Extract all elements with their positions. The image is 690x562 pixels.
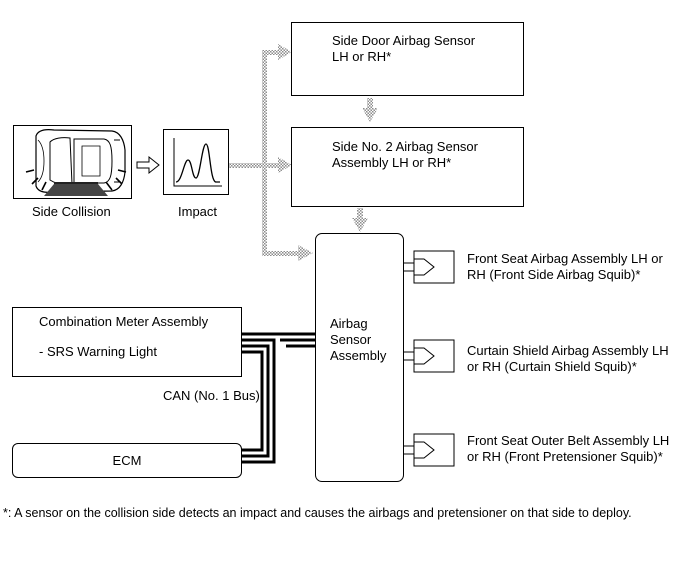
squib-icon	[404, 250, 455, 284]
srs-warning-light-label: - SRS Warning Light	[39, 344, 158, 359]
side-no2-airbag-sensor-label: Side No. 2 Airbag Sensor Assembly LH or …	[332, 139, 478, 170]
car-side-collision-icon	[25, 129, 127, 196]
combination-meter-title: Combination Meter Assembly	[39, 314, 209, 329]
impact-caption: Impact	[178, 204, 218, 219]
side-door-airbag-sensor-label: Side Door Airbag Sensor LH or RH*	[332, 33, 476, 64]
side-collision-image	[13, 125, 132, 199]
front-seat-outer-belt-label: Front Seat Outer Belt Assembly LH or RH …	[467, 433, 670, 464]
side-collision-caption: Side Collision	[32, 204, 111, 219]
squib-icon	[404, 433, 455, 467]
airbag-sensor-assembly-label: Airbag Sensor Assembly	[330, 316, 387, 363]
curtain-shield-airbag-label: Curtain Shield Airbag Assembly LH or RH …	[467, 343, 669, 374]
signal-flow-arrows	[229, 44, 378, 261]
can-bus-label: CAN (No. 1 Bus)	[163, 388, 260, 403]
footnote: *: A sensor on the collision side detect…	[3, 506, 632, 520]
can-bus-lines	[242, 332, 316, 464]
ecm-box: ECM	[12, 443, 242, 478]
squib-connectors	[404, 250, 455, 467]
airbag-sensor-assembly-box: Airbag Sensor Assembly	[315, 233, 404, 482]
ecm-label: ECM	[112, 453, 142, 468]
impact-waveform-icon	[173, 138, 222, 187]
combination-meter-assembly-box: Combination Meter Assembly - SRS Warning…	[12, 307, 242, 377]
front-seat-airbag-label: Front Seat Airbag Assembly LH or RH (Fro…	[467, 251, 663, 282]
side-door-airbag-sensor-box: Side Door Airbag Sensor LH or RH*	[291, 22, 524, 96]
squib-icon	[404, 339, 455, 373]
side-no2-airbag-sensor-box: Side No. 2 Airbag Sensor Assembly LH or …	[291, 127, 524, 207]
impact-box	[163, 129, 229, 195]
collision-to-impact-arrow	[136, 155, 160, 175]
